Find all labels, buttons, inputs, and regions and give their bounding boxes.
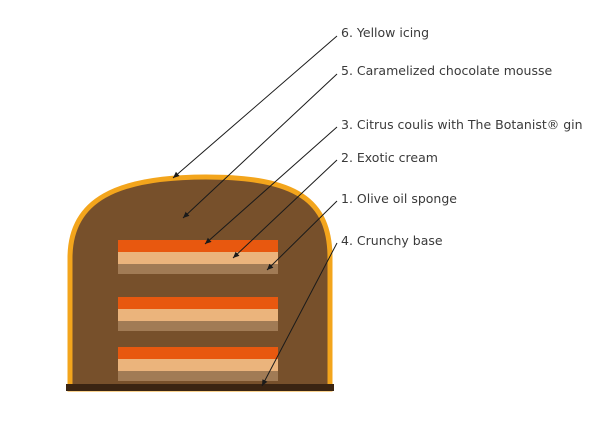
exotic-cream-layer	[118, 252, 278, 264]
olive-oil-sponge-layer	[118, 264, 278, 274]
leader-caramelized-chocolate-mousse	[182, 73, 338, 219]
citrus-coulis-layer	[118, 297, 278, 309]
olive-oil-sponge-layer	[118, 321, 278, 331]
exotic-cream-layer	[118, 309, 278, 321]
olive-oil-sponge-layer	[118, 371, 278, 381]
label-citrus-coulis: 3. Citrus coulis with The Botanist® gin	[341, 117, 583, 132]
layer-stack-middle	[118, 297, 278, 331]
citrus-coulis-layer	[118, 240, 278, 252]
label-caramelized-chocolate-mousse: 5. Caramelized chocolate mousse	[341, 63, 552, 78]
crunchy-base-layer	[66, 384, 334, 391]
layer-stack-bottom	[118, 347, 278, 381]
label-olive-oil-sponge: 1. Olive oil sponge	[341, 191, 457, 206]
leader-olive-oil-sponge	[266, 200, 338, 271]
label-exotic-cream: 2. Exotic cream	[341, 150, 438, 165]
exotic-cream-layer	[118, 359, 278, 371]
label-yellow-icing: 6. Yellow icing	[341, 25, 429, 40]
layer-stack-top	[118, 240, 278, 274]
leader-crunchy-base	[261, 242, 338, 387]
leader-citrus-coulis	[204, 126, 338, 245]
leader-yellow-icing	[172, 35, 338, 179]
yellow-icing-shell	[67, 174, 333, 392]
citrus-coulis-layer	[118, 347, 278, 359]
leader-exotic-cream	[232, 159, 338, 259]
label-crunchy-base: 4. Crunchy base	[341, 233, 443, 248]
